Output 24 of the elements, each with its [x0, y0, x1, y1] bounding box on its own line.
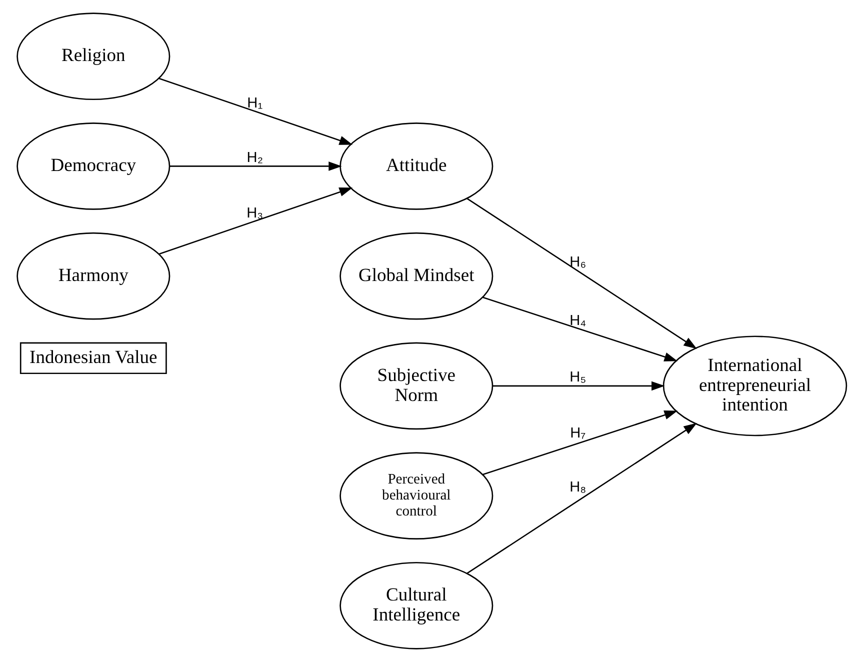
node-ellipse: Cultural Intelligence	[340, 562, 494, 650]
arrow	[158, 188, 353, 255]
node-box: Indonesian Value	[20, 342, 167, 374]
arrow	[466, 423, 697, 574]
edge-label: H₃	[246, 206, 264, 222]
arrow	[466, 198, 697, 349]
edge-label: H₈	[570, 480, 586, 496]
edge-label: H₇	[570, 425, 586, 442]
arrow	[170, 162, 342, 171]
edge-label: H₂	[246, 150, 263, 166]
edge-label: H₆	[570, 254, 586, 271]
edge-label: H₄	[570, 312, 586, 329]
arrow	[492, 381, 665, 391]
edge-label: H₅	[570, 370, 586, 386]
arrow	[482, 296, 678, 362]
arrow	[482, 410, 678, 476]
node-ellipse: Global Mindset	[340, 232, 494, 320]
arrow	[158, 78, 353, 145]
node-ellipse: Perceived behavioural control	[340, 452, 494, 540]
node-ellipse: Subjective Norm	[340, 342, 494, 430]
node-ellipse: Harmony	[16, 232, 170, 320]
node-ellipse: Religion	[16, 12, 170, 100]
edge-label: H₁	[247, 96, 263, 112]
node-ellipse: Democracy	[16, 122, 170, 210]
